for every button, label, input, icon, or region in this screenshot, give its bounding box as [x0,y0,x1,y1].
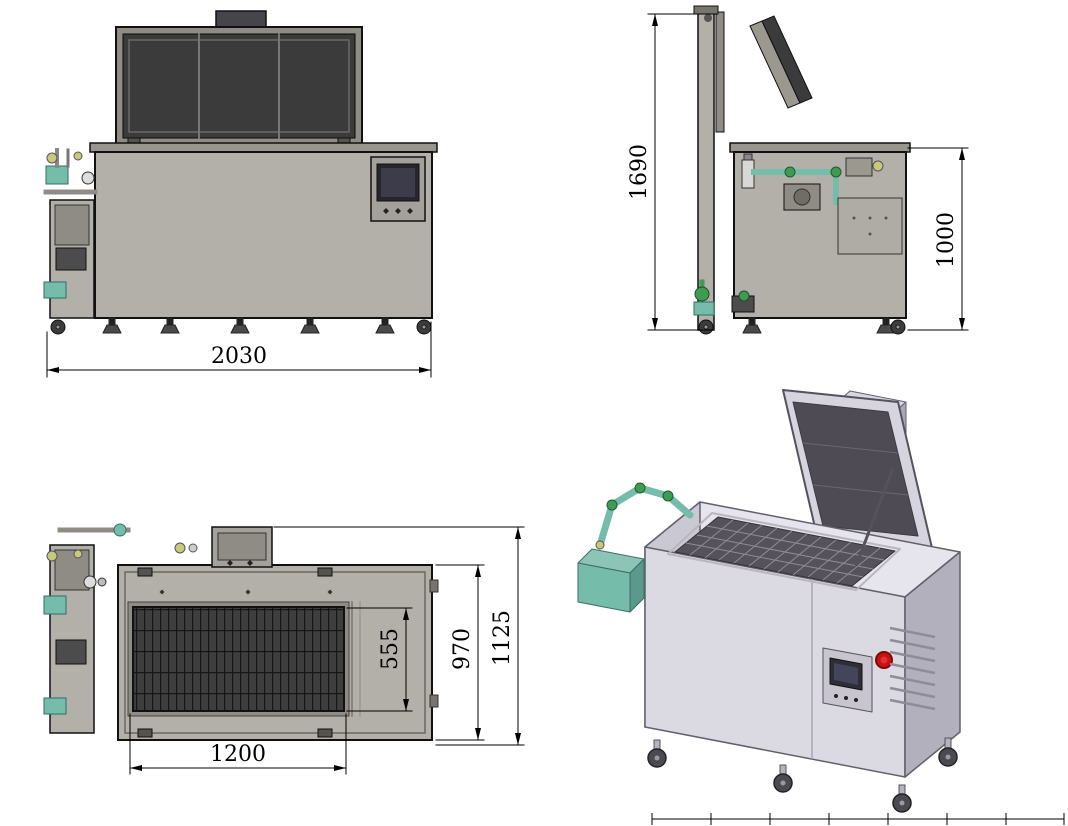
pipe-elbow [634,482,646,494]
lid-inner-frame [128,39,350,133]
control-panel [370,156,426,222]
pipe-elbow [606,499,618,511]
filtration-unit-top [43,523,198,734]
dimension-side-height [647,13,717,331]
hinge [317,567,333,577]
dim-basket-depth-label: 555 [378,628,403,670]
lid-open-panel [122,33,356,139]
pressure-gauge [81,171,95,185]
feet [698,317,906,335]
drain-elbow [694,286,710,302]
basket-grid [132,606,345,712]
feet [50,317,432,335]
motor [845,157,873,177]
lid-inner-face [792,401,919,537]
dimension-front-width [46,321,432,378]
side-internals [693,153,903,316]
pipe-elbow [662,490,674,502]
vent-slots [889,626,936,711]
lid-strut [854,467,895,567]
valve-knob [46,550,58,562]
dimension-basket-width [129,713,347,775]
dim-body-depth-label: 970 [450,628,475,670]
dim-side-height-label: 1690 [627,144,652,200]
control-box-top [211,526,273,568]
panel-button [395,208,401,214]
pump-block [55,247,87,271]
lid-open-iso [782,389,933,549]
teal-tank-upper [45,165,69,185]
control-panel-iso [822,647,893,713]
body-right-face [904,551,961,778]
body-top-rim [89,142,438,153]
dim-overall-depth-label: 1125 [490,610,515,666]
pump-block [55,639,87,665]
tank-opening [667,467,901,591]
reservoir [837,197,903,255]
side-tank [577,548,645,613]
side-view: 1690 1000 [627,5,969,335]
top-view: 555 970 1125 1200 [43,523,525,775]
fitting [174,542,186,554]
teal-tank-lower [43,281,67,299]
basket-grid-iso [685,519,885,584]
pressure-gauge [83,575,97,589]
lid-raised-panel [761,15,813,104]
isometric-view [577,389,961,813]
body-top-rim [729,142,911,153]
pipe-elbow [113,523,127,537]
panel-button [407,208,413,214]
valve-knob [73,549,83,559]
dimension-body-height [907,147,969,331]
valve-knob [46,152,58,164]
hinge [137,567,153,577]
pipe-elbow [784,166,796,178]
hinge [137,728,153,738]
front-view: 2030 [43,10,438,378]
casters [647,737,958,813]
valve-knob [73,151,83,161]
scale-bar [651,813,1065,825]
dim-front-width-label: 2030 [211,344,267,369]
filtration-unit [43,148,98,319]
dim-basket-width-label: 1200 [210,742,266,767]
teal-tank-lower [43,697,67,715]
teal-tank-upper [43,595,67,615]
hinge [317,728,333,738]
dim-body-height-label: 1000 [934,212,959,268]
pipe-elbow [830,166,842,178]
panel-button [383,208,389,214]
piping-iso [595,482,694,550]
dimension-basket-depth [346,607,413,712]
dimension-overall-depth [273,526,525,746]
lid-handle [215,10,267,29]
dimension-body-depth [435,564,485,741]
